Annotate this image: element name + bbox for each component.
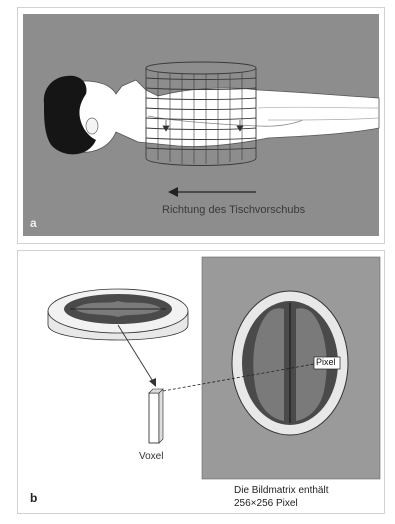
figure: Richtung des Tischvorschubs a [8,0,388,518]
caption-line-1: Die Bildmatrix enthält [234,485,328,496]
pixel-label: Pixel [316,357,336,367]
voxel-pixel-illustration [18,251,384,513]
panel-letter-a: a [30,216,37,230]
voxel-label: Voxel [139,451,163,462]
patient-ear [86,118,98,134]
caption-line-2: 256×256 Pixel [234,498,298,509]
slice-cylinder [48,289,188,340]
panel-b: Pixel Voxel Die Bildmatrix enthält 256×2… [17,250,385,514]
panel-letter-b: b [30,491,37,505]
panel-a: Richtung des Tischvorschubs a [17,7,385,244]
voxel-column [149,389,163,443]
direction-label: Richtung des Tischvorschubs [162,204,305,216]
